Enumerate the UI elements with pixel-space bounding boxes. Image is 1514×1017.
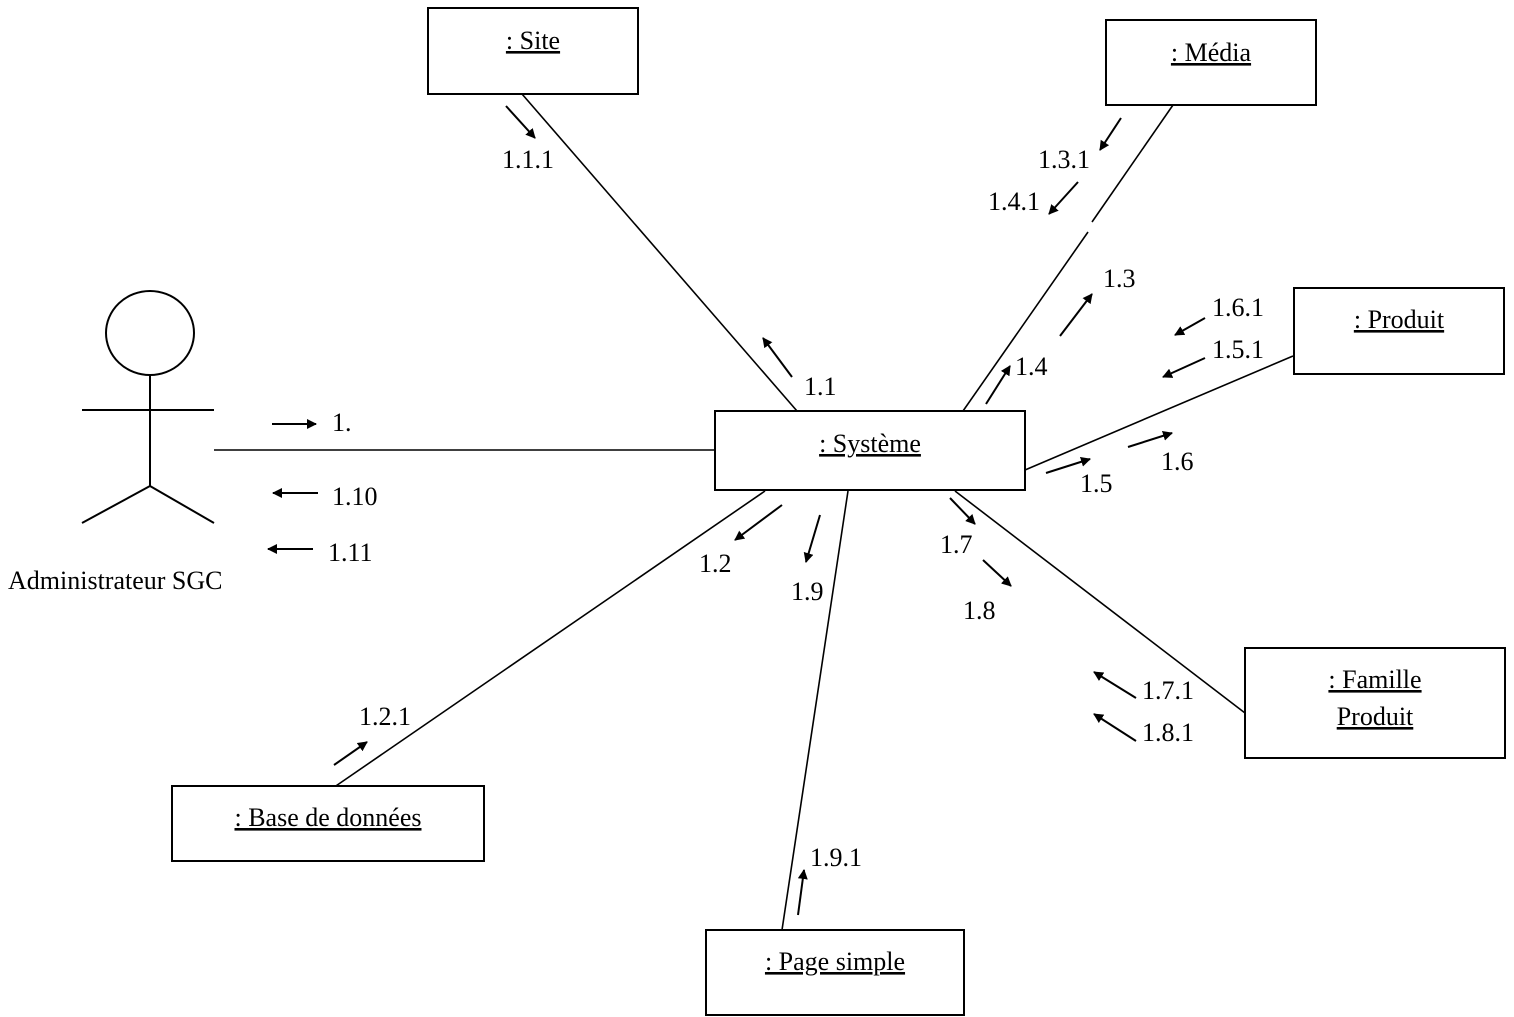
- object-page-box: [705, 929, 965, 1016]
- link-produit-systeme: [1024, 355, 1294, 471]
- msg-1-5: 1.5: [1080, 469, 1113, 498]
- object-site: : Site: [427, 7, 639, 95]
- object-base-box: [171, 785, 485, 862]
- arrow-1-4: [985, 365, 1011, 405]
- object-page-simple: : Page simple: [705, 929, 965, 1016]
- msg-1-4: 1.4: [1015, 352, 1048, 381]
- object-famille-produit: : Famille Produit: [1244, 647, 1506, 759]
- msg-1-9-1: 1.9.1: [810, 843, 862, 872]
- msg-1: 1.: [332, 408, 352, 437]
- msg-1-3: 1.3: [1103, 264, 1136, 293]
- actor-label: Administrateur SGC: [8, 566, 223, 595]
- actor-left-leg: [81, 485, 151, 524]
- arrow-1-4-1: [1048, 181, 1079, 215]
- arrow-1-7-1: [1093, 671, 1137, 699]
- msg-1-4-1: 1.4.1: [988, 187, 1040, 216]
- object-produit-box: [1293, 287, 1505, 375]
- msg-1-6: 1.6: [1161, 447, 1194, 476]
- msg-1-11: 1.11: [328, 538, 373, 567]
- arrow-1-9: [803, 514, 821, 563]
- arrow-1-5: [1045, 456, 1091, 474]
- object-media-box: [1105, 19, 1317, 106]
- links: [214, 93, 1294, 931]
- arrow-1-6: [1127, 430, 1173, 448]
- arrow-1-3: [1059, 293, 1093, 337]
- message-arrows: [267, 105, 1206, 916]
- object-media: : Média: [1105, 19, 1317, 106]
- object-site-label: : Site: [506, 26, 560, 55]
- actor-administrateur: Administrateur SGC: [8, 290, 223, 595]
- msg-1-8: 1.8: [963, 596, 996, 625]
- object-famille-label-line2: Produit: [1337, 702, 1414, 731]
- object-site-box: [427, 7, 639, 95]
- message-labels: 1. 1.10 1.11 1.1 1.1.1 1.2 1.2.1 1.3 1.3…: [328, 145, 1264, 872]
- object-base-de-donnees: : Base de données: [171, 785, 485, 862]
- object-famille-label-line1: : Famille: [1328, 665, 1421, 694]
- arrow-1-7: [949, 497, 976, 525]
- msg-1-5-1: 1.5.1: [1212, 335, 1264, 364]
- msg-1-8-1: 1.8.1: [1142, 718, 1194, 747]
- arrow-1-9-1: [797, 869, 808, 916]
- link-page-systeme: [781, 490, 849, 931]
- arrow-1-2-1: [333, 741, 368, 766]
- object-base-label: : Base de données: [234, 803, 421, 832]
- object-produit-label: : Produit: [1354, 305, 1445, 334]
- object-famille-box: [1244, 647, 1506, 759]
- msg-1-6-1: 1.6.1: [1212, 293, 1264, 322]
- link-base-systeme: [329, 490, 766, 791]
- object-media-label: : Média: [1171, 38, 1252, 67]
- arrow-1-8-1: [1093, 713, 1137, 742]
- arrow-1-1: [762, 337, 793, 378]
- object-page-label: : Page simple: [765, 947, 905, 976]
- object-systeme: : Système: [714, 410, 1026, 491]
- arrow-1-1-1: [505, 105, 536, 139]
- link-media-systeme-upper: [1091, 104, 1174, 223]
- object-systeme-box: [714, 410, 1026, 491]
- msg-1-3-1: 1.3.1: [1038, 145, 1090, 174]
- link-media-systeme-lower: [962, 231, 1089, 412]
- msg-1-9: 1.9: [791, 577, 824, 606]
- arrow-1-8: [982, 559, 1012, 587]
- msg-1-1-1: 1.1.1: [502, 145, 554, 174]
- msg-1-7-1: 1.7.1: [1142, 676, 1194, 705]
- link-site-systeme: [521, 93, 798, 412]
- link-famille-systeme: [954, 490, 1246, 714]
- arrow-1-3-1: [1099, 117, 1122, 151]
- arrow-1-5-1: [1162, 357, 1206, 378]
- object-produit: : Produit: [1293, 287, 1505, 375]
- msg-1-2-1: 1.2.1: [359, 702, 411, 731]
- msg-1-1: 1.1: [804, 372, 837, 401]
- msg-1-7: 1.7: [940, 530, 973, 559]
- arrow-1-2: [734, 504, 783, 541]
- object-systeme-label: : Système: [819, 429, 921, 458]
- actor-head: [105, 290, 195, 376]
- msg-1-10: 1.10: [332, 482, 378, 511]
- arrow-1-6-1: [1174, 317, 1206, 336]
- msg-1-2: 1.2: [699, 549, 732, 578]
- actor-right-leg: [149, 485, 215, 524]
